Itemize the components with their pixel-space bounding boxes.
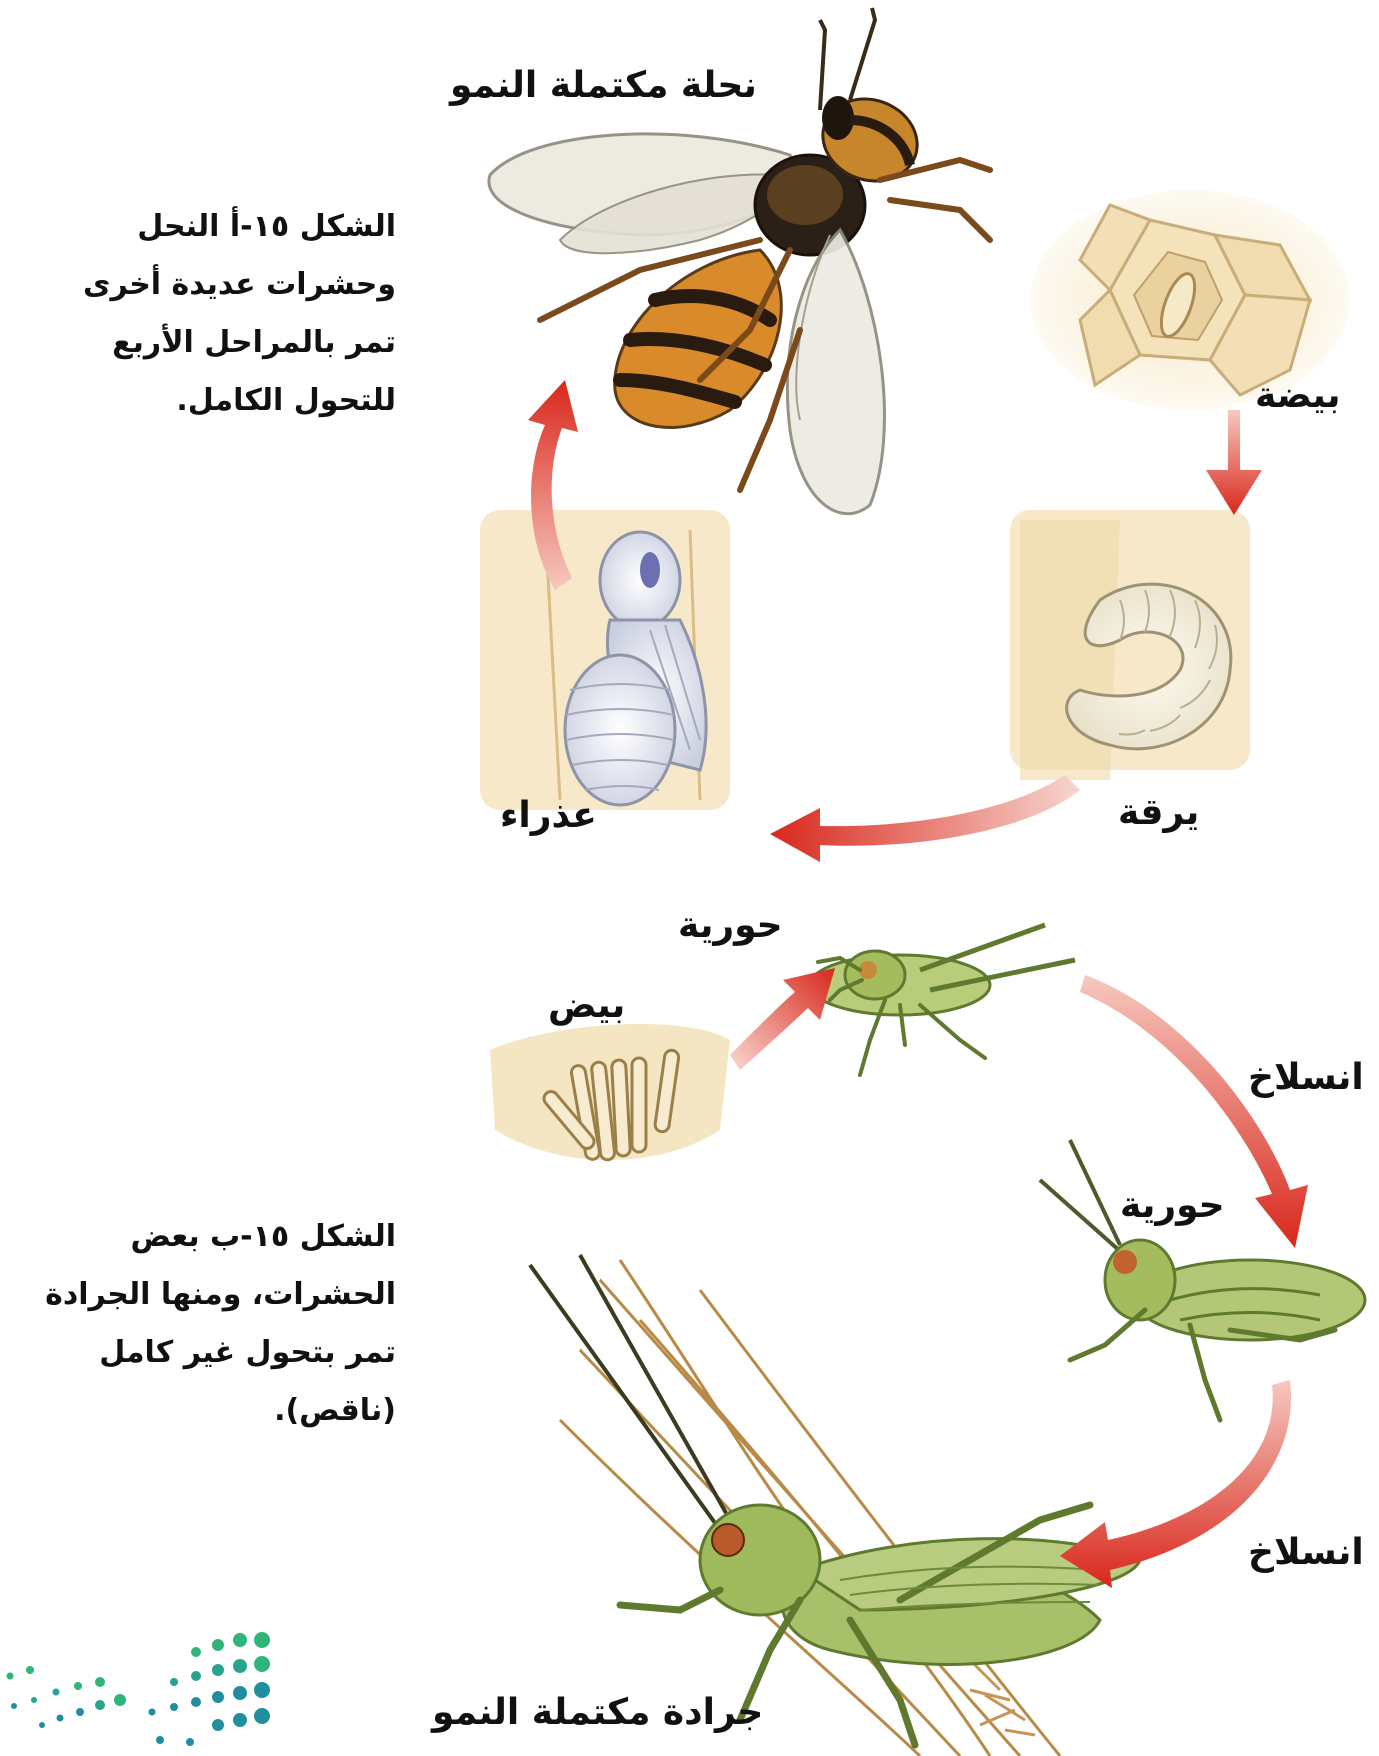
arrow-egg-to-larva	[1206, 410, 1262, 515]
grasshopper-caption-line-1: الشكل ١٥-ب بعض	[16, 1208, 396, 1266]
egg-pod-illustration	[490, 1024, 730, 1160]
bee-caption-line-1: الشكل ١٥-أ النحل	[16, 198, 396, 256]
bee-caption-line-2: وحشرات عديدة أخرى	[16, 256, 396, 314]
adult-grasshopper-illustration	[530, 1255, 1140, 1745]
nymph-1-illustration	[810, 925, 1075, 1075]
ministry-logo	[7, 1632, 271, 1746]
pupa-illustration	[480, 510, 730, 810]
bee-adult-label: نحلة مكتملة النمو	[450, 68, 757, 104]
nymph-2-illustration	[1040, 1140, 1365, 1420]
grasshopper-caption-line-2: الحشرات، ومنها الجرادة	[16, 1266, 396, 1324]
bee-larva-label: يرقة	[1118, 795, 1199, 831]
grasshopper-caption-line-4: (ناقص).	[16, 1382, 396, 1440]
grasshopper-molt-label-2: انسلاخ	[1248, 1535, 1364, 1571]
arrow-eggs-to-nymph	[730, 968, 835, 1070]
bee-figure-caption: الشكل ١٥-أ النحل وحشرات عديدة أخرى تمر ب…	[16, 198, 396, 430]
bee-egg-label: بيضة	[1255, 378, 1341, 414]
grasshopper-nymph-label-2: حورية	[1120, 1188, 1225, 1224]
grasshopper-adult-label: جرادة مكتملة النمو	[432, 1695, 763, 1731]
wheat-illustration	[560, 1260, 1060, 1756]
bee-caption-line-3: تمر بالمراحل الأربع	[16, 314, 396, 372]
larva-illustration	[1010, 510, 1250, 780]
bee-pupa-label: عذراء	[500, 798, 597, 834]
grasshopper-eggs-label: بيض	[548, 988, 625, 1024]
arrow-larva-to-pupa	[770, 775, 1080, 862]
grasshopper-molt-label-1: انسلاخ	[1248, 1060, 1364, 1096]
grasshopper-figure-caption: الشكل ١٥-ب بعض الحشرات، ومنها الجرادة تم…	[16, 1208, 396, 1440]
grasshopper-nymph-label-1: حورية	[678, 908, 783, 944]
grasshopper-caption-line-3: تمر بتحول غير كامل	[16, 1324, 396, 1382]
bee-caption-line-4: للتحول الكامل.	[16, 372, 396, 430]
